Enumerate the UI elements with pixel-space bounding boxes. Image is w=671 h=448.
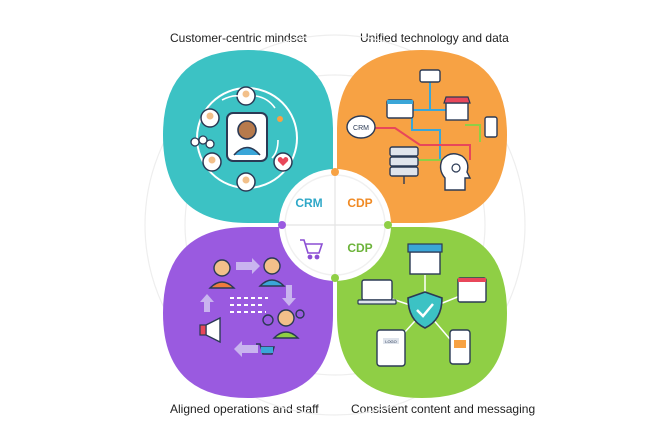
browser-profile-icon [457, 277, 487, 303]
label-customer-centric-mindset: Customer-centric mindset [170, 31, 307, 45]
person-woman-icon [208, 259, 236, 289]
crm-bubble-icon: CRM [346, 115, 376, 139]
connector-dot [277, 116, 283, 122]
heart-icon [277, 157, 289, 166]
head-profile-icon [439, 153, 472, 191]
person-team-member-icon [272, 309, 300, 339]
customer-centric-icons [190, 86, 298, 192]
hub-crm-label: CRM [295, 196, 322, 210]
monitor-icon [419, 69, 441, 83]
browser-window-icon [386, 99, 414, 119]
operations-icons [199, 257, 305, 357]
tablet-logo-icon: LOGO [376, 329, 406, 367]
central-customer-icon [226, 112, 268, 162]
person-headset-icon [258, 257, 286, 287]
logo-box-text: LOGO [385, 339, 397, 344]
technology-icons: CRM [346, 69, 498, 191]
arrow-down-icon [282, 285, 296, 306]
hub-cdp-label-bottom: CDP [347, 241, 372, 255]
storefront-icon [407, 243, 443, 275]
shopping-cart-icon [256, 343, 275, 355]
arrow-up-icon [200, 294, 214, 312]
label-unified-technology-and-data: Unified technology and data [360, 31, 509, 45]
dashed-flow-lines [230, 297, 268, 313]
content-icons: LOGO [357, 243, 487, 367]
label-consistent-content-and-messaging: Consistent content and messaging [351, 402, 536, 416]
hub-dot-top [331, 168, 339, 176]
gear-icon [262, 309, 305, 326]
mobile-phone-icon [449, 329, 471, 365]
storefront-icon [443, 96, 471, 121]
shopping-cart-icon [300, 239, 324, 260]
database-server-icon [389, 146, 419, 184]
group-icon [190, 135, 215, 149]
background-rings [144, 34, 526, 416]
hub-dot-left [278, 221, 286, 229]
hub-dot-right [384, 221, 392, 229]
hub-dot-bottom [331, 274, 339, 282]
crm-bubble-text: CRM [353, 125, 369, 132]
arrow-right-icon [236, 258, 260, 274]
cycle-arrows-icon [221, 95, 279, 159]
center-hub: CRM CDP CDP [278, 168, 392, 282]
hub-cdp-label-top: CDP [347, 196, 372, 210]
mobile-phone-icon [484, 116, 498, 138]
arrow-left-icon [234, 341, 258, 357]
megaphone-icon [199, 316, 221, 344]
shield-check-icon [407, 291, 443, 329]
laptop-icon [357, 279, 397, 305]
label-aligned-operations-and-staff: Aligned operations and staff [170, 402, 319, 416]
